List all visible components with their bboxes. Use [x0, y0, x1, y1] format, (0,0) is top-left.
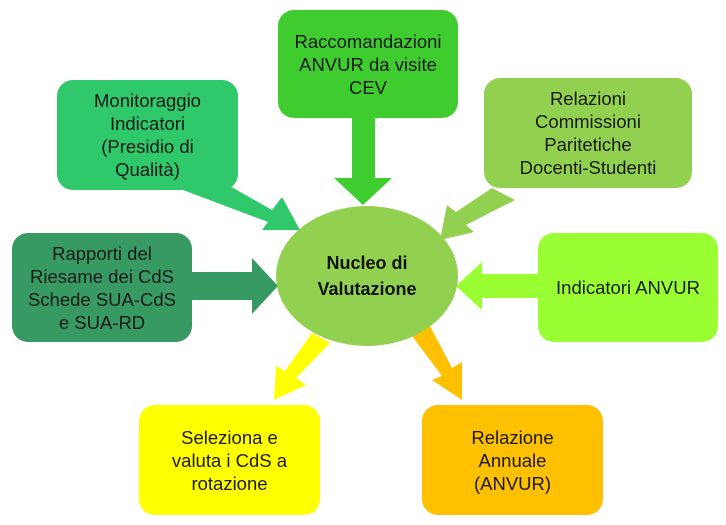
node-text: Indicatori	[109, 113, 186, 134]
node-indicatori-anvur: Indicatori ANVUR	[538, 233, 718, 342]
node-text: Relazione	[471, 426, 554, 448]
node-text: CEV	[348, 76, 388, 98]
node-text: Qualità)	[115, 159, 180, 180]
arrow-relazioni-commissioni	[440, 188, 515, 240]
arrow-raccomandazioni	[334, 118, 392, 205]
node-text: (Presidio di	[101, 136, 194, 157]
center-text: Nucleo di	[326, 253, 408, 273]
node-relazioni-commissioni: Relazioni Commissioni Paritetiche Docent…	[484, 78, 692, 188]
center-text: Valutazione	[317, 279, 417, 299]
node-text: ANVUR da visite	[299, 53, 437, 75]
node-text: rotazione	[191, 472, 268, 494]
node-text: e SUA-RD	[58, 311, 146, 333]
center-node-nucleo: Nucleo di Valutazione	[276, 206, 458, 346]
node-monitoraggio: Monitoraggio Indicatori (Presidio di Qua…	[57, 80, 238, 190]
arrow-seleziona	[274, 333, 330, 400]
node-text: Commissioni	[535, 111, 641, 132]
node-text: Paritetiche	[544, 134, 632, 155]
node-text: Seleziona e	[181, 426, 278, 448]
arrow-indicatori-anvur	[456, 262, 538, 310]
node-text: Schede SUA-CdS	[27, 288, 177, 310]
node-seleziona: Seleziona e valuta i CdS a rotazione	[139, 405, 320, 515]
node-raccomandazioni: Raccomandazioni ANVUR da visite CEV	[278, 10, 458, 118]
node-text: Raccomandazioni	[294, 30, 442, 52]
node-text: Docenti-Studenti	[519, 157, 657, 178]
node-text: valuta i CdS a	[171, 449, 288, 471]
node-text: (ANVUR)	[473, 472, 552, 494]
node-text: Relazioni	[549, 88, 627, 109]
node-text: Rapporti del	[52, 242, 152, 264]
node-rapporti-riesame: Rapporti del Riesame dei CdS Schede SUA-…	[12, 233, 192, 342]
node-relazione-annuale: Relazione Annuale (ANVUR)	[422, 405, 603, 515]
node-text: Monitoraggio	[94, 90, 201, 111]
node-text: Annuale	[478, 449, 547, 471]
node-text: Riesame dei CdS	[30, 265, 174, 287]
arrow-rapporti-riesame	[192, 258, 278, 314]
arrow-relazione-annuale	[412, 326, 462, 400]
node-text: Indicatori ANVUR	[556, 277, 700, 298]
